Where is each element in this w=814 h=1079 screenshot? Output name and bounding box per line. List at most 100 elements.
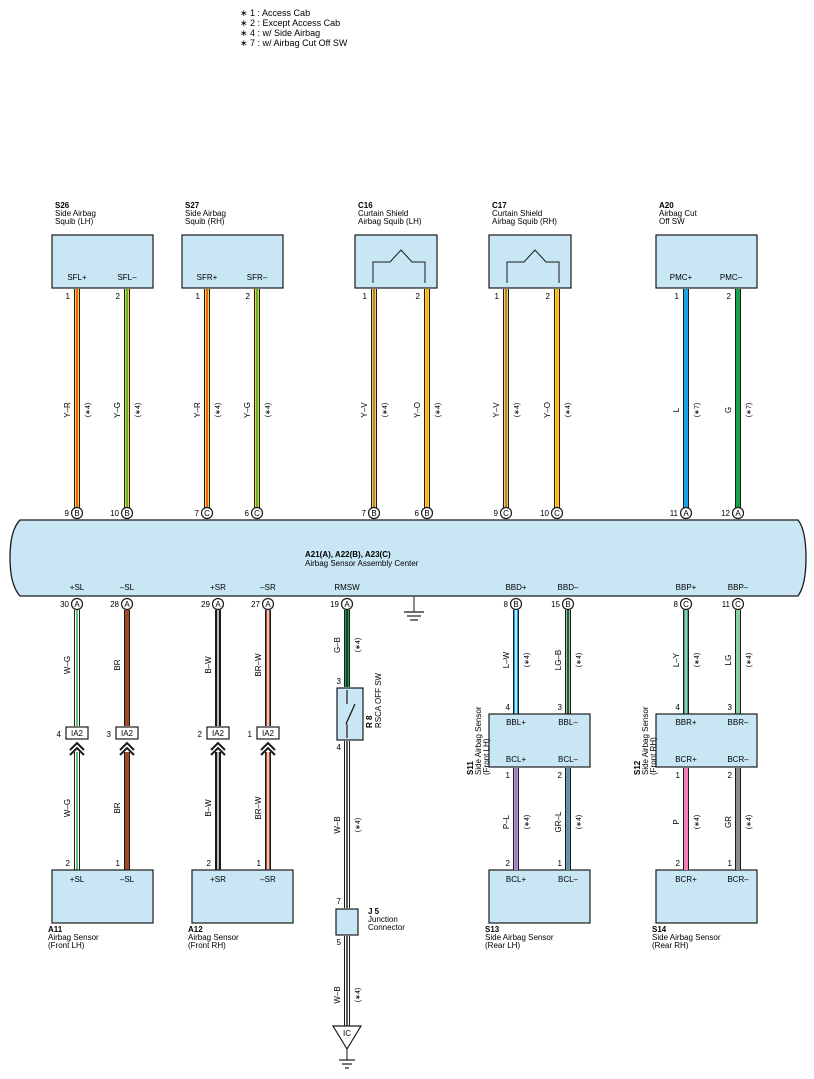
pin-number: 3 bbox=[558, 703, 563, 712]
connector-letter: C bbox=[554, 509, 560, 518]
wire-stripe-color bbox=[685, 610, 687, 714]
component-name: Curtain Shield bbox=[492, 209, 542, 218]
wire-color-label: Y–R bbox=[63, 402, 72, 418]
side-sensor-wire-upper bbox=[565, 610, 571, 714]
connector-letter: C bbox=[735, 600, 741, 609]
ecu-subtitle: Airbag Sensor Assembly Center bbox=[305, 559, 419, 568]
wire-color-label: W–B bbox=[333, 816, 342, 833]
connector-circle bbox=[731, 597, 745, 611]
pin-name: PMC+ bbox=[670, 273, 693, 282]
pin-number: 2 bbox=[728, 771, 733, 780]
junction-name: Junction bbox=[368, 915, 398, 924]
pin-number: 2 bbox=[546, 292, 551, 301]
top-wire bbox=[683, 289, 689, 508]
component-box bbox=[191, 869, 294, 924]
rsca-wire-mid bbox=[344, 741, 350, 908]
wire-color-label: Y–V bbox=[360, 402, 369, 418]
pin-number: 1 bbox=[257, 859, 262, 868]
wire-color-label: G–B bbox=[333, 637, 342, 653]
footnote: ∗ 1 : Access Cab bbox=[240, 8, 311, 18]
ecu-pin-number: 12 bbox=[721, 509, 730, 518]
component-name: (Rear RH) bbox=[652, 941, 689, 950]
ia-chevron bbox=[69, 741, 85, 751]
wire-color-label: P bbox=[672, 819, 681, 824]
component-name: Side Airbag Sensor bbox=[652, 933, 721, 942]
component-box bbox=[655, 869, 758, 924]
wire-color-label: W–G bbox=[63, 656, 72, 674]
switch-blade bbox=[345, 703, 356, 725]
connector-letter: A bbox=[683, 509, 689, 518]
pin-name: BCL+ bbox=[506, 755, 527, 764]
ecu-title: A21(A), A22(B), A23(C) bbox=[305, 550, 391, 559]
ecu-pin-number: 6 bbox=[245, 509, 250, 518]
wire-stripe-color bbox=[346, 936, 348, 1026]
wire-option-note: (∗4) bbox=[524, 815, 531, 829]
front-sensor-wire-upper bbox=[124, 610, 130, 726]
wire-option-note: (∗4) bbox=[746, 653, 753, 667]
ecu-signal-name: BBD+ bbox=[505, 583, 526, 592]
ecu-signal-name: BBP– bbox=[728, 583, 749, 592]
wire-color-label: G bbox=[724, 407, 733, 413]
ecu-pin-number: 15 bbox=[551, 600, 560, 609]
component-code: S14 bbox=[652, 925, 667, 934]
wire-stripe-color bbox=[346, 610, 348, 687]
ia-pin-number: 3 bbox=[107, 730, 112, 739]
component-code: S27 bbox=[185, 201, 200, 210]
ecu-pin-number: 11 bbox=[670, 509, 679, 518]
ecu-signal-name: –SR bbox=[260, 583, 276, 592]
pin-number: 2 bbox=[246, 292, 251, 301]
wire-stripe-color bbox=[515, 768, 517, 870]
pin-name: BCR– bbox=[727, 875, 749, 884]
wire-color-label: P–L bbox=[502, 814, 511, 829]
connector-letter: A bbox=[74, 600, 80, 609]
component-code: C17 bbox=[492, 201, 507, 210]
component-name: (Rear LH) bbox=[485, 941, 520, 950]
ia-chevron bbox=[260, 746, 276, 756]
connector-circle bbox=[261, 597, 275, 611]
component-box bbox=[488, 869, 591, 924]
front-sensor-wire-lower bbox=[215, 752, 221, 870]
pin-number: 1 bbox=[66, 292, 71, 301]
ia-chevron bbox=[69, 746, 85, 756]
pin-name: SFL+ bbox=[67, 273, 87, 282]
ia-connector-box bbox=[65, 726, 89, 740]
connector-letter: A bbox=[735, 509, 741, 518]
connector-letter: A bbox=[215, 600, 221, 609]
connector-circle bbox=[550, 506, 564, 520]
component-code: C16 bbox=[358, 201, 373, 210]
wire-option-note: (∗4) bbox=[265, 403, 272, 417]
wire-option-note: (∗4) bbox=[576, 653, 583, 667]
component-box bbox=[655, 234, 758, 289]
component-name: Side Airbag bbox=[185, 209, 226, 218]
pin-number: 5 bbox=[337, 938, 342, 947]
wire-color-label: L–Y bbox=[672, 652, 681, 667]
side-sensor-wire-lower bbox=[735, 768, 741, 870]
ecu-pin-number: 28 bbox=[110, 600, 119, 609]
pin-name: +SL bbox=[70, 875, 85, 884]
top-wire bbox=[74, 289, 80, 508]
ecu-pin-number: 10 bbox=[110, 509, 119, 518]
side-sensor-wire-lower bbox=[565, 768, 571, 870]
connector-circle bbox=[731, 506, 745, 520]
footnote: ∗ 2 : Except Access Cab bbox=[240, 18, 341, 28]
front-sensor-wire-upper bbox=[215, 610, 221, 726]
junction-name: Connector bbox=[368, 923, 405, 932]
wire-color-label: LG bbox=[724, 655, 733, 666]
pin-number: 1 bbox=[495, 292, 500, 301]
wire-color-label: BR–W bbox=[254, 653, 263, 677]
connector-circle bbox=[200, 506, 214, 520]
pin-number: 7 bbox=[337, 897, 342, 906]
component-box bbox=[51, 869, 154, 924]
pin-number: 2 bbox=[676, 859, 681, 868]
connector-circle bbox=[70, 506, 84, 520]
top-wire bbox=[424, 289, 430, 508]
side-sensor-name: Side Airbag Sensor bbox=[474, 706, 483, 775]
wire-option-note: (∗4) bbox=[565, 403, 572, 417]
front-sensor-wire-upper bbox=[74, 610, 80, 726]
rsca-name: RSCA OFF SW bbox=[374, 672, 383, 728]
ia-connector-label: IA2 bbox=[71, 729, 84, 738]
ia-connector-box bbox=[206, 726, 230, 740]
pin-name: BBR+ bbox=[675, 718, 696, 727]
connector-letter: B bbox=[424, 509, 429, 518]
